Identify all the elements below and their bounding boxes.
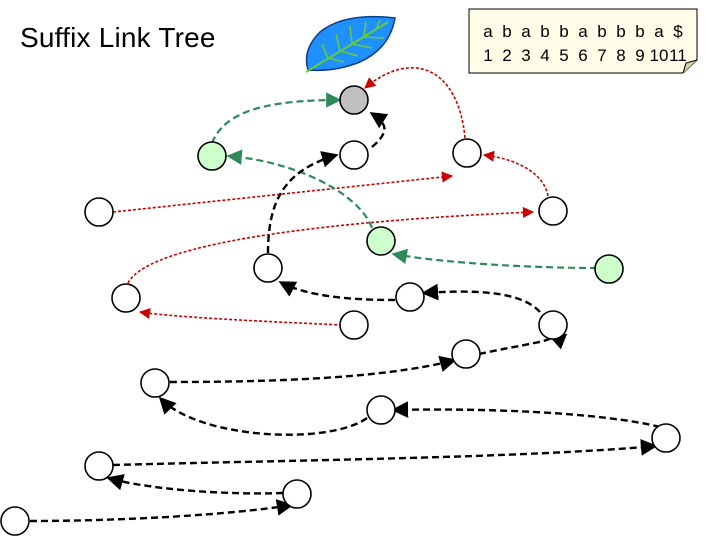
page-title: Suffix Link Tree (20, 22, 216, 53)
string-position: 11 (669, 46, 687, 65)
string-position: 2 (502, 46, 512, 65)
string-letter: b (540, 22, 550, 41)
black-link (29, 499, 294, 523)
string-letter: b (635, 22, 645, 41)
tree-node (253, 253, 283, 283)
tree-node (395, 282, 425, 312)
string-position: 8 (616, 46, 626, 65)
tree-node (366, 395, 396, 425)
green-link (210, 92, 342, 144)
tree-node (339, 140, 369, 170)
tree-node-green (366, 226, 396, 256)
tree-node (452, 138, 482, 168)
tree-node (84, 197, 114, 227)
black-link (112, 438, 658, 467)
red-link (112, 171, 454, 213)
string-position: 9 (635, 46, 645, 65)
red-link (364, 66, 466, 139)
string-letter: a (483, 22, 493, 41)
string-positions: 1 2 3 4 5 6 7 8 9 10 11 (468, 46, 698, 66)
string-letter: a (654, 22, 664, 41)
string-letter: a (521, 22, 531, 41)
green-link (391, 248, 598, 270)
string-letter: b (616, 22, 626, 41)
tree-node-green (594, 254, 624, 284)
string-letter: b (597, 22, 607, 41)
tree-node (538, 310, 568, 340)
black-link (369, 111, 389, 148)
string-position: 6 (578, 46, 588, 65)
black-link (106, 474, 284, 495)
tree-node (339, 310, 369, 340)
string-position: 10 (649, 46, 669, 65)
black-links (29, 111, 661, 523)
string-card: a b a b b a b b b a $ 1 2 3 4 5 6 7 8 9 … (468, 8, 698, 74)
red-links (112, 66, 549, 326)
red-link (482, 150, 549, 197)
string-position: 1 (483, 46, 493, 65)
string-position: 3 (521, 46, 531, 65)
black-link (478, 333, 568, 356)
tree-node (140, 368, 170, 398)
black-link (421, 283, 541, 313)
tree-node (111, 283, 141, 313)
string-letter: a (578, 22, 588, 41)
root-node (339, 85, 369, 115)
black-link (391, 401, 661, 429)
tree-node (538, 196, 568, 226)
tree-node-green (197, 141, 227, 171)
leaf-icon (300, 10, 400, 76)
string-position: 4 (540, 46, 550, 65)
string-letter: b (502, 22, 512, 41)
black-link (278, 280, 396, 302)
red-link (138, 307, 343, 326)
string-letters: a b a b b a b b b a $ (468, 22, 698, 42)
black-link (158, 396, 368, 436)
string-letter: b (559, 22, 569, 41)
string-letter: $ (673, 22, 683, 41)
green-links (210, 92, 598, 270)
black-link (169, 355, 457, 384)
tree-node (651, 423, 681, 453)
black-link (266, 151, 339, 254)
string-position: 5 (559, 46, 569, 65)
string-position: 7 (597, 46, 607, 65)
tree-node (84, 451, 114, 481)
tree-node (451, 339, 481, 369)
red-link (127, 206, 535, 284)
green-link (226, 149, 374, 229)
tree-node (0, 506, 30, 536)
tree-node (282, 479, 312, 509)
